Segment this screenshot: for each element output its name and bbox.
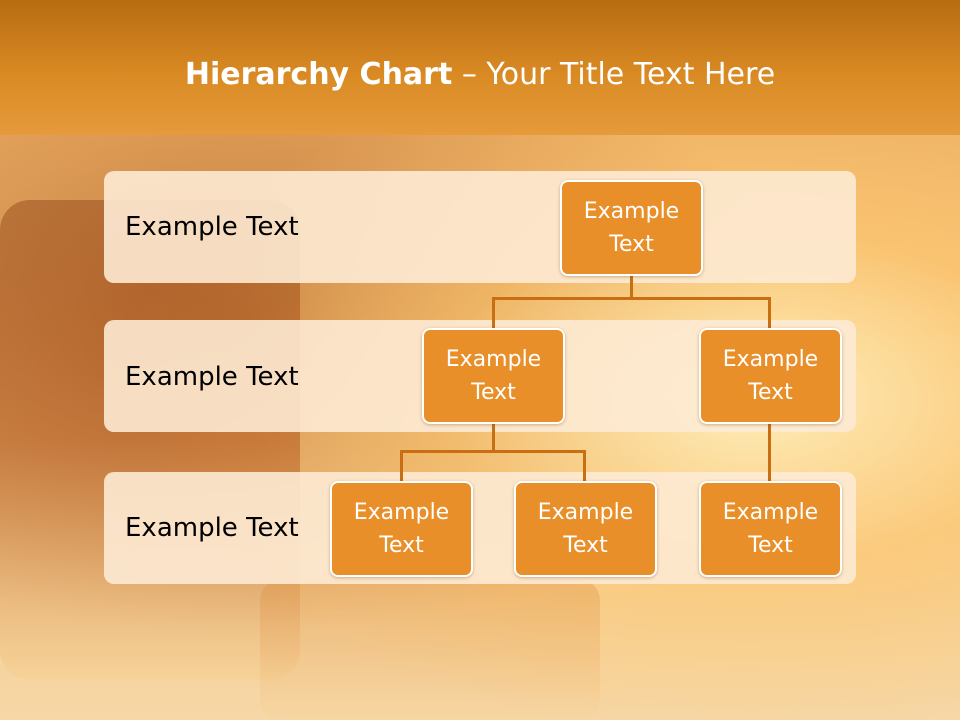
background-glass-image-2: [260, 580, 600, 720]
level-label-1: Example Text: [125, 212, 299, 242]
level-label-2: Example Text: [125, 362, 299, 392]
title-rest: – Your Title Text Here: [452, 57, 776, 92]
node-level3-b[interactable]: Example Text: [514, 481, 657, 577]
connector-to-level3-c: [768, 423, 771, 482]
connector-to-level2-right: [768, 297, 771, 329]
node-level2-left[interactable]: Example Text: [422, 328, 565, 424]
connector-level2-left-down: [492, 423, 495, 451]
node-level3-c[interactable]: Example Text: [699, 481, 842, 577]
connector-level3-horizontal: [400, 450, 586, 453]
level-band-1: [104, 171, 856, 283]
connector-to-level2-left: [492, 297, 495, 329]
connector-to-level3-b: [583, 450, 586, 482]
title-bold: Hierarchy Chart: [184, 57, 453, 92]
slide-title: Hierarchy Chart – Your Title Text Here: [0, 55, 960, 95]
connector-to-level3-a: [400, 450, 403, 482]
title-bar: [0, 0, 960, 135]
node-root[interactable]: Example Text: [560, 180, 703, 276]
node-level3-a[interactable]: Example Text: [330, 481, 473, 577]
level-label-3: Example Text: [125, 513, 299, 543]
connector-level2-horizontal: [492, 297, 771, 300]
connector-root-down: [630, 275, 633, 298]
node-level2-right[interactable]: Example Text: [699, 328, 842, 424]
